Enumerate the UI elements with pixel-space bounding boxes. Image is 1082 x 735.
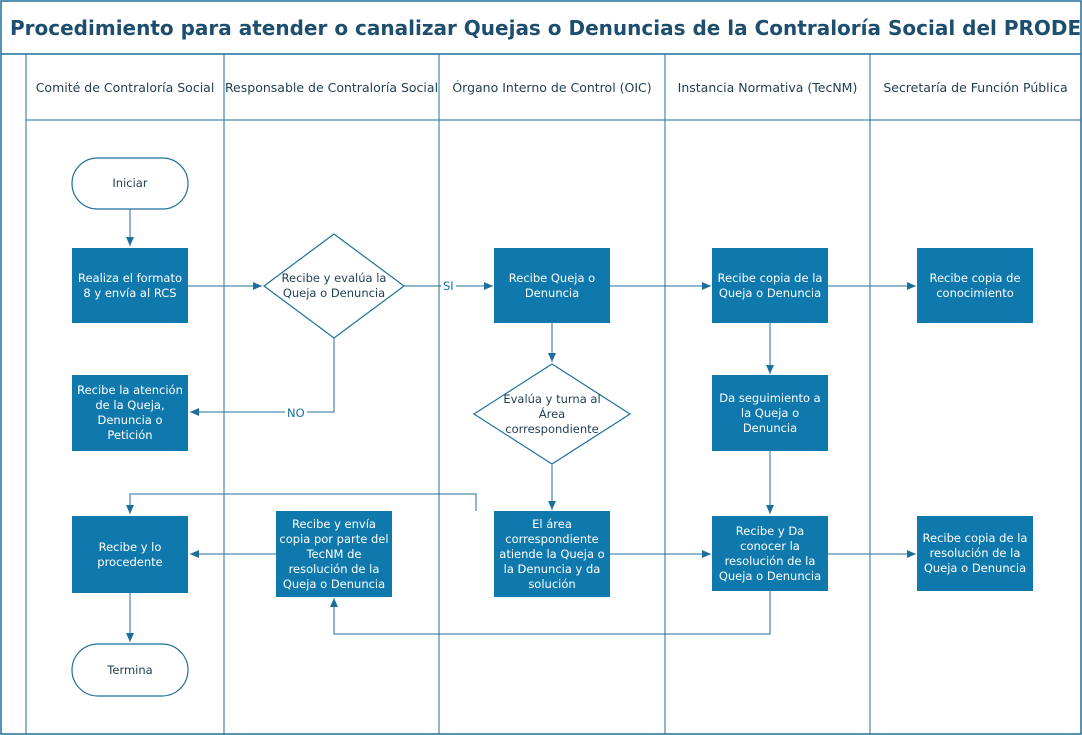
edge-label-yes: SI (441, 279, 456, 293)
edge-conocer-rcs (330, 591, 771, 635)
edge-evalua-atencion-no (190, 337, 335, 416)
box-seguimiento (712, 375, 828, 451)
box-procedente (72, 516, 188, 593)
edge-area-procedente (126, 493, 477, 514)
box-resolucion-sfp (917, 516, 1033, 591)
box-copia-tecnm (712, 248, 828, 323)
box-formato (72, 248, 188, 323)
end-terminal (71, 643, 189, 697)
box-conocer (712, 516, 828, 591)
lane-header-rcs: Responsable de Contraloría Social (224, 79, 439, 95)
box-area-atiende (494, 511, 610, 597)
box-atencion-ccs (72, 375, 188, 451)
edge-label-no: NO (285, 406, 307, 420)
lane-header-tecnm: Instancia Normativa (TecNM) (677, 79, 858, 95)
box-envia-copia-rcs (276, 511, 392, 597)
start-terminal (71, 157, 189, 210)
decision-evalua-rcs (262, 233, 406, 339)
box-copia-sfp (917, 248, 1033, 323)
lane-header-ccs: Comité de Contraloría Social (35, 79, 215, 95)
page-title: Procedimiento para atender o canalizar Q… (10, 16, 1082, 40)
decision-evalua-oic (472, 363, 632, 465)
lane-header-sfp: Secretaría de Función Pública (883, 79, 1068, 95)
box-recibe-oic (494, 248, 610, 323)
lane-header-oic: Órgano Interno de Control (OIC) (452, 79, 652, 95)
